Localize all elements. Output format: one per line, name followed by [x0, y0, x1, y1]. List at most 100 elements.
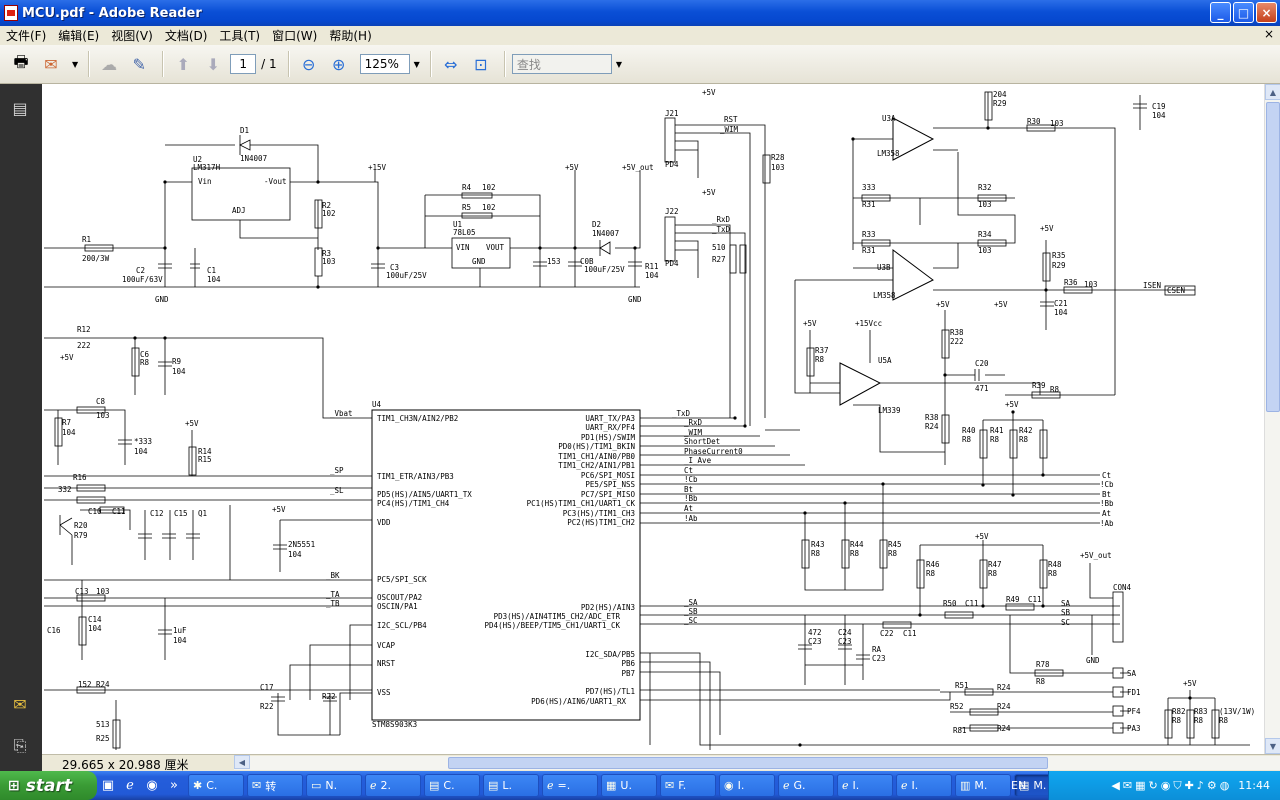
quicklaunch-desktop-icon[interactable]: ▣: [101, 778, 115, 793]
previous-page-button[interactable]: ⬆: [170, 51, 196, 77]
sign-icon: ✎: [132, 54, 146, 74]
clock[interactable]: 11:44: [1238, 779, 1270, 792]
label-c23: C24: [838, 628, 852, 637]
label-r46: R47: [988, 560, 1002, 569]
menu-tools[interactable]: 工具(T): [219, 28, 261, 43]
zoom-out-button[interactable]: ⊖: [296, 51, 322, 77]
label-d1: D1: [240, 126, 249, 135]
share-button[interactable]: ✉: [38, 51, 64, 77]
start-button[interactable]: ⊞start: [0, 771, 97, 800]
print-button[interactable]: 🖶: [8, 51, 34, 77]
quicklaunch-ie-icon[interactable]: ℯ: [126, 778, 134, 793]
task-item-6[interactable]: ▤L.: [483, 774, 539, 797]
tray-arrow-icon[interactable]: ◀: [1111, 779, 1120, 792]
quicklaunch-more-icon[interactable]: »: [170, 778, 178, 793]
label-r49-value: C11: [965, 599, 979, 608]
menu-edit[interactable]: 编辑(E): [58, 28, 100, 43]
label-gnd-a: GND: [155, 295, 169, 304]
quicklaunch-browser-icon[interactable]: ◉: [146, 778, 158, 793]
label-r16-value: C11: [112, 507, 126, 516]
comments-icon[interactable]: ✉: [13, 694, 27, 714]
zoom-level-input[interactable]: 125%: [359, 54, 410, 74]
collaborate-button[interactable]: ☁: [96, 51, 122, 77]
label-u3b: U3B: [877, 263, 891, 272]
share-dropdown-arrow[interactable]: ▼: [72, 59, 79, 69]
tray-shield-icon[interactable]: ⛉: [1173, 778, 1182, 792]
menu-help[interactable]: 帮助(H): [329, 28, 372, 43]
maximize-button[interactable]: □: [1233, 2, 1254, 23]
label-r43-value: R8: [850, 549, 860, 558]
task-item-14[interactable]: ▥M.: [955, 774, 1011, 797]
u4-pin-pc3: PC3(HS)/TIM1_CH3: [563, 509, 635, 518]
menu-document[interactable]: 文档(D): [164, 28, 208, 43]
tray-globe-icon[interactable]: ◍: [1219, 779, 1230, 792]
vertical-scroll-thumb[interactable]: [1266, 102, 1280, 412]
tray-network-icon[interactable]: ▦: [1135, 779, 1146, 792]
vertical-scrollbar[interactable]: ▲ ▼: [1264, 84, 1280, 754]
label-r42: R43: [811, 540, 825, 549]
task-item-10[interactable]: ◉I.: [719, 774, 775, 797]
label-c1-value: 104: [207, 275, 221, 284]
scroll-left-button[interactable]: ◀: [234, 755, 250, 769]
fit-width-button[interactable]: ⇔: [438, 51, 464, 77]
tray-security-icon[interactable]: ✚: [1184, 779, 1194, 792]
task-item-8[interactable]: ▦U.: [601, 774, 657, 797]
menu-file[interactable]: 文件(F): [6, 28, 47, 43]
horizontal-scrollbar[interactable]: ◀ ▶: [234, 755, 1280, 770]
task-item-1[interactable]: ✱C.: [188, 774, 244, 797]
task-item-9[interactable]: ✉F.: [660, 774, 716, 797]
tray-sync-icon[interactable]: ↻: [1148, 779, 1158, 792]
close-button[interactable]: ×: [1256, 2, 1277, 23]
menu-bar: 文件(F) 编辑(E) 视图(V) 文档(D) 工具(T) 窗口(W) 帮助(H…: [0, 26, 1280, 45]
task-item-7[interactable]: ℯ=.: [542, 774, 598, 797]
label-plus5v-f: +5V: [702, 188, 716, 197]
scroll-down-button[interactable]: ▼: [1265, 738, 1280, 754]
task-item-5[interactable]: ▤C.: [424, 774, 480, 797]
u4-pin-pb3: TIM1_ETR/AIN3/PB3: [377, 472, 454, 481]
tray-volume-icon[interactable]: ♪: [1196, 779, 1204, 792]
zoom-in-button[interactable]: ⊕: [326, 51, 352, 77]
minimize-button[interactable]: _: [1210, 2, 1231, 23]
sign-button[interactable]: ✎: [126, 51, 152, 77]
u4-pin-pb0: TIM1_CH1/AIN0/PB0: [558, 452, 635, 461]
tray-mail-icon[interactable]: ✉: [1122, 779, 1133, 792]
document-view[interactable]: D1 1N4007 U2 LM317H Vin -Vout ADJ R1 200…: [42, 84, 1264, 754]
horizontal-scroll-thumb[interactable]: [448, 757, 1048, 769]
share-icon: ✉: [44, 54, 58, 74]
u4-pin-pd5: PD5(HS)/AIN5/UART1_TX: [377, 490, 472, 499]
close-document-button[interactable]: ×: [1263, 27, 1274, 41]
fit-width-icon: ⇔: [444, 54, 458, 74]
label-c20: C20: [975, 359, 989, 368]
pages-panel-icon[interactable]: ▤: [12, 98, 28, 118]
task-item-2[interactable]: ✉转: [247, 774, 303, 797]
attachment-icon[interactable]: ⎘: [13, 736, 27, 755]
label-plus5v-out-a: +5V_out: [622, 163, 654, 172]
label-r8-value: 103: [96, 411, 110, 420]
zoom-dropdown-arrow[interactable]: ▼: [413, 59, 420, 69]
next-page-button[interactable]: ⬇: [200, 51, 226, 77]
search-input[interactable]: 查找: [511, 54, 612, 74]
net-sc: _SC: [684, 616, 698, 625]
u4-pin-pe5: PE5/SPI_NSS: [585, 480, 635, 489]
language-indicator[interactable]: EN: [1011, 779, 1027, 792]
tray-update-icon[interactable]: ⚙: [1206, 779, 1217, 792]
label-c13: C16: [47, 626, 61, 635]
label-r28: 204: [993, 90, 1007, 99]
label-c22: 472: [808, 628, 822, 637]
system-tray: EN ◀ ✉ ▦ ↻ ◉ ⛉ ✚ ♪ ⚙ ◍ 11:44: [1011, 771, 1280, 800]
menu-window[interactable]: 窗口(W): [272, 28, 318, 43]
fit-page-button[interactable]: ⊡: [468, 51, 494, 77]
search-dropdown-arrow[interactable]: ▼: [615, 59, 622, 69]
u4-pin-pc6: PC6/SPI_MOSI: [581, 471, 635, 480]
net-rst: RST: [724, 115, 738, 124]
page-number-input[interactable]: 1: [230, 54, 257, 74]
tray-browser-icon[interactable]: ◉: [1160, 779, 1171, 792]
task-item-3[interactable]: ▭N.: [306, 774, 362, 797]
label-u5a: U5A: [878, 356, 892, 365]
menu-view[interactable]: 视图(V): [111, 28, 153, 43]
scroll-up-button[interactable]: ▲: [1265, 84, 1280, 100]
